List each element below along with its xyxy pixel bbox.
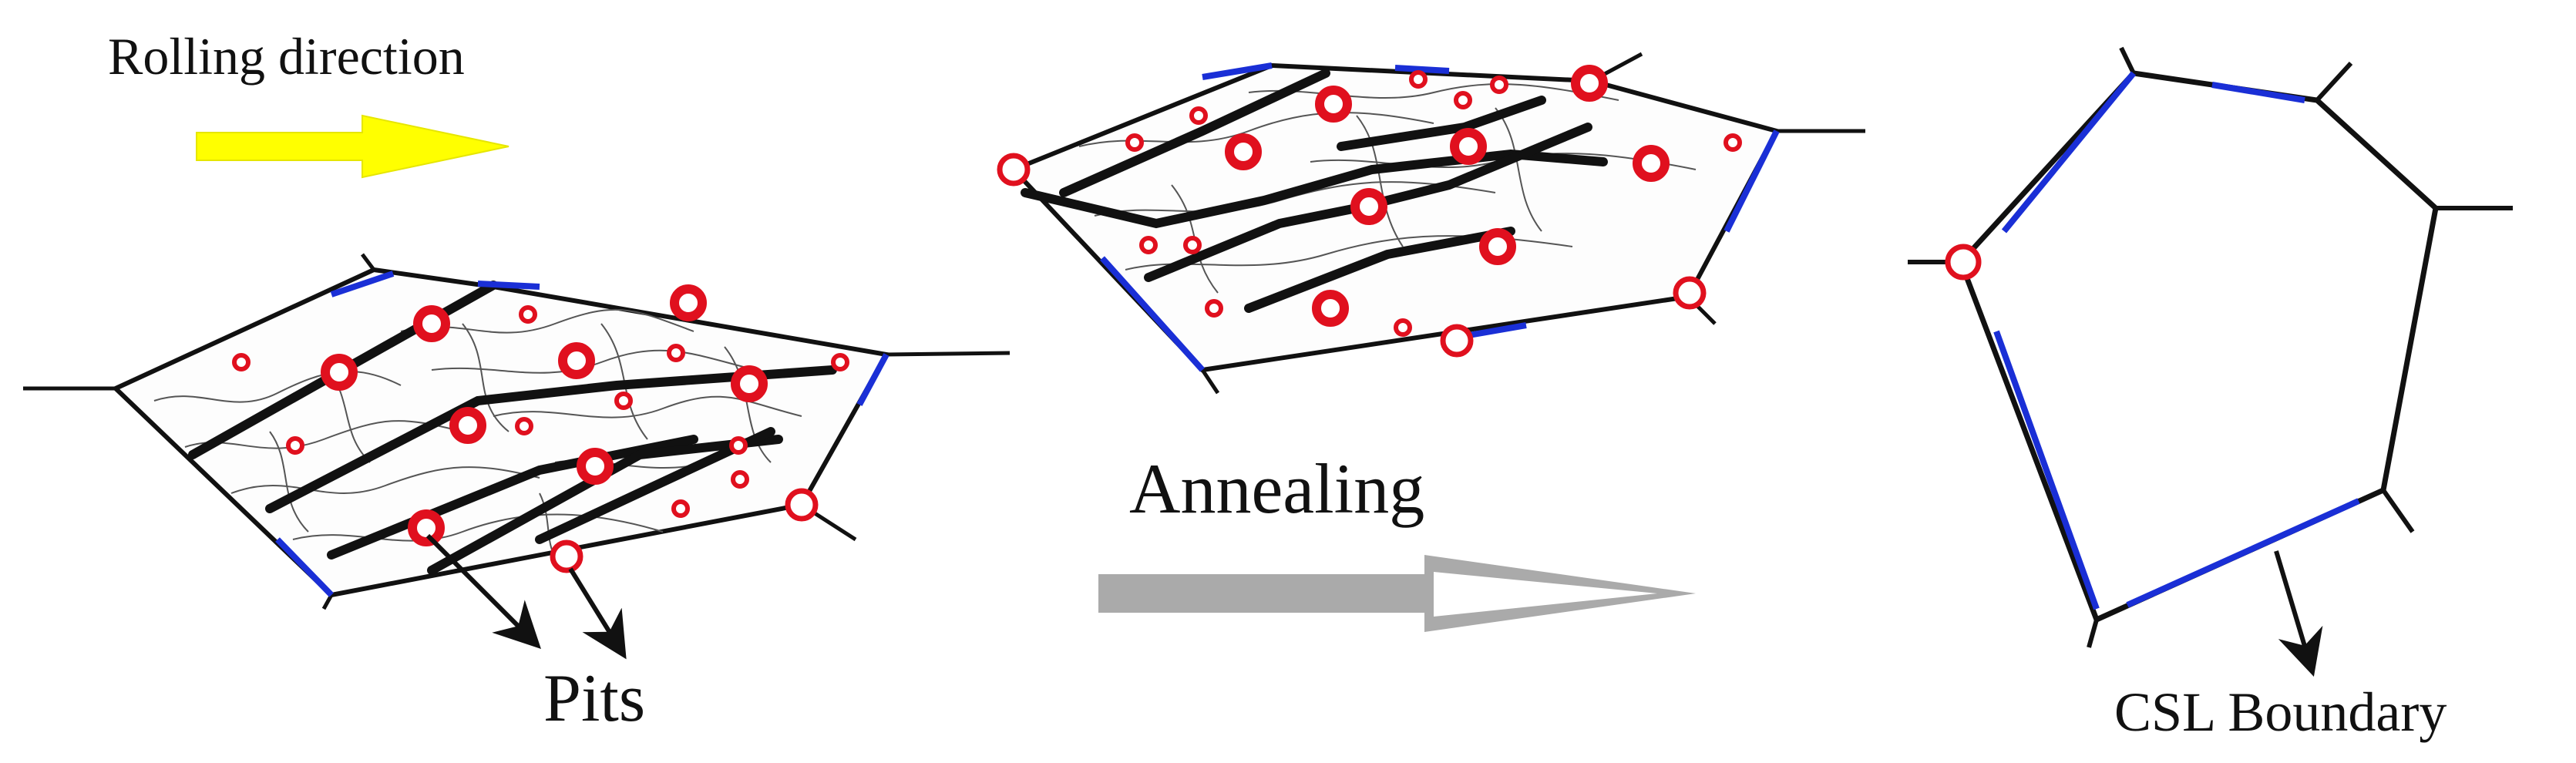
csl-boundary-arrow [2274, 550, 2323, 677]
annealing-grain [997, 52, 1865, 395]
pits-arrows [425, 533, 627, 660]
rolling-direction-arrow [196, 114, 509, 179]
annealing-label: Annealing [1129, 449, 1424, 528]
csl-boundary-label: CSL Boundary [2114, 681, 2447, 743]
pit-marker [1945, 244, 1982, 281]
pits-label: Pits [543, 661, 645, 736]
rolling-direction-label: Rolling direction [108, 27, 465, 86]
annealing-arrow [1098, 555, 1696, 632]
deformed-grain [23, 253, 1011, 610]
recrystallized-grain [1908, 46, 2513, 648]
